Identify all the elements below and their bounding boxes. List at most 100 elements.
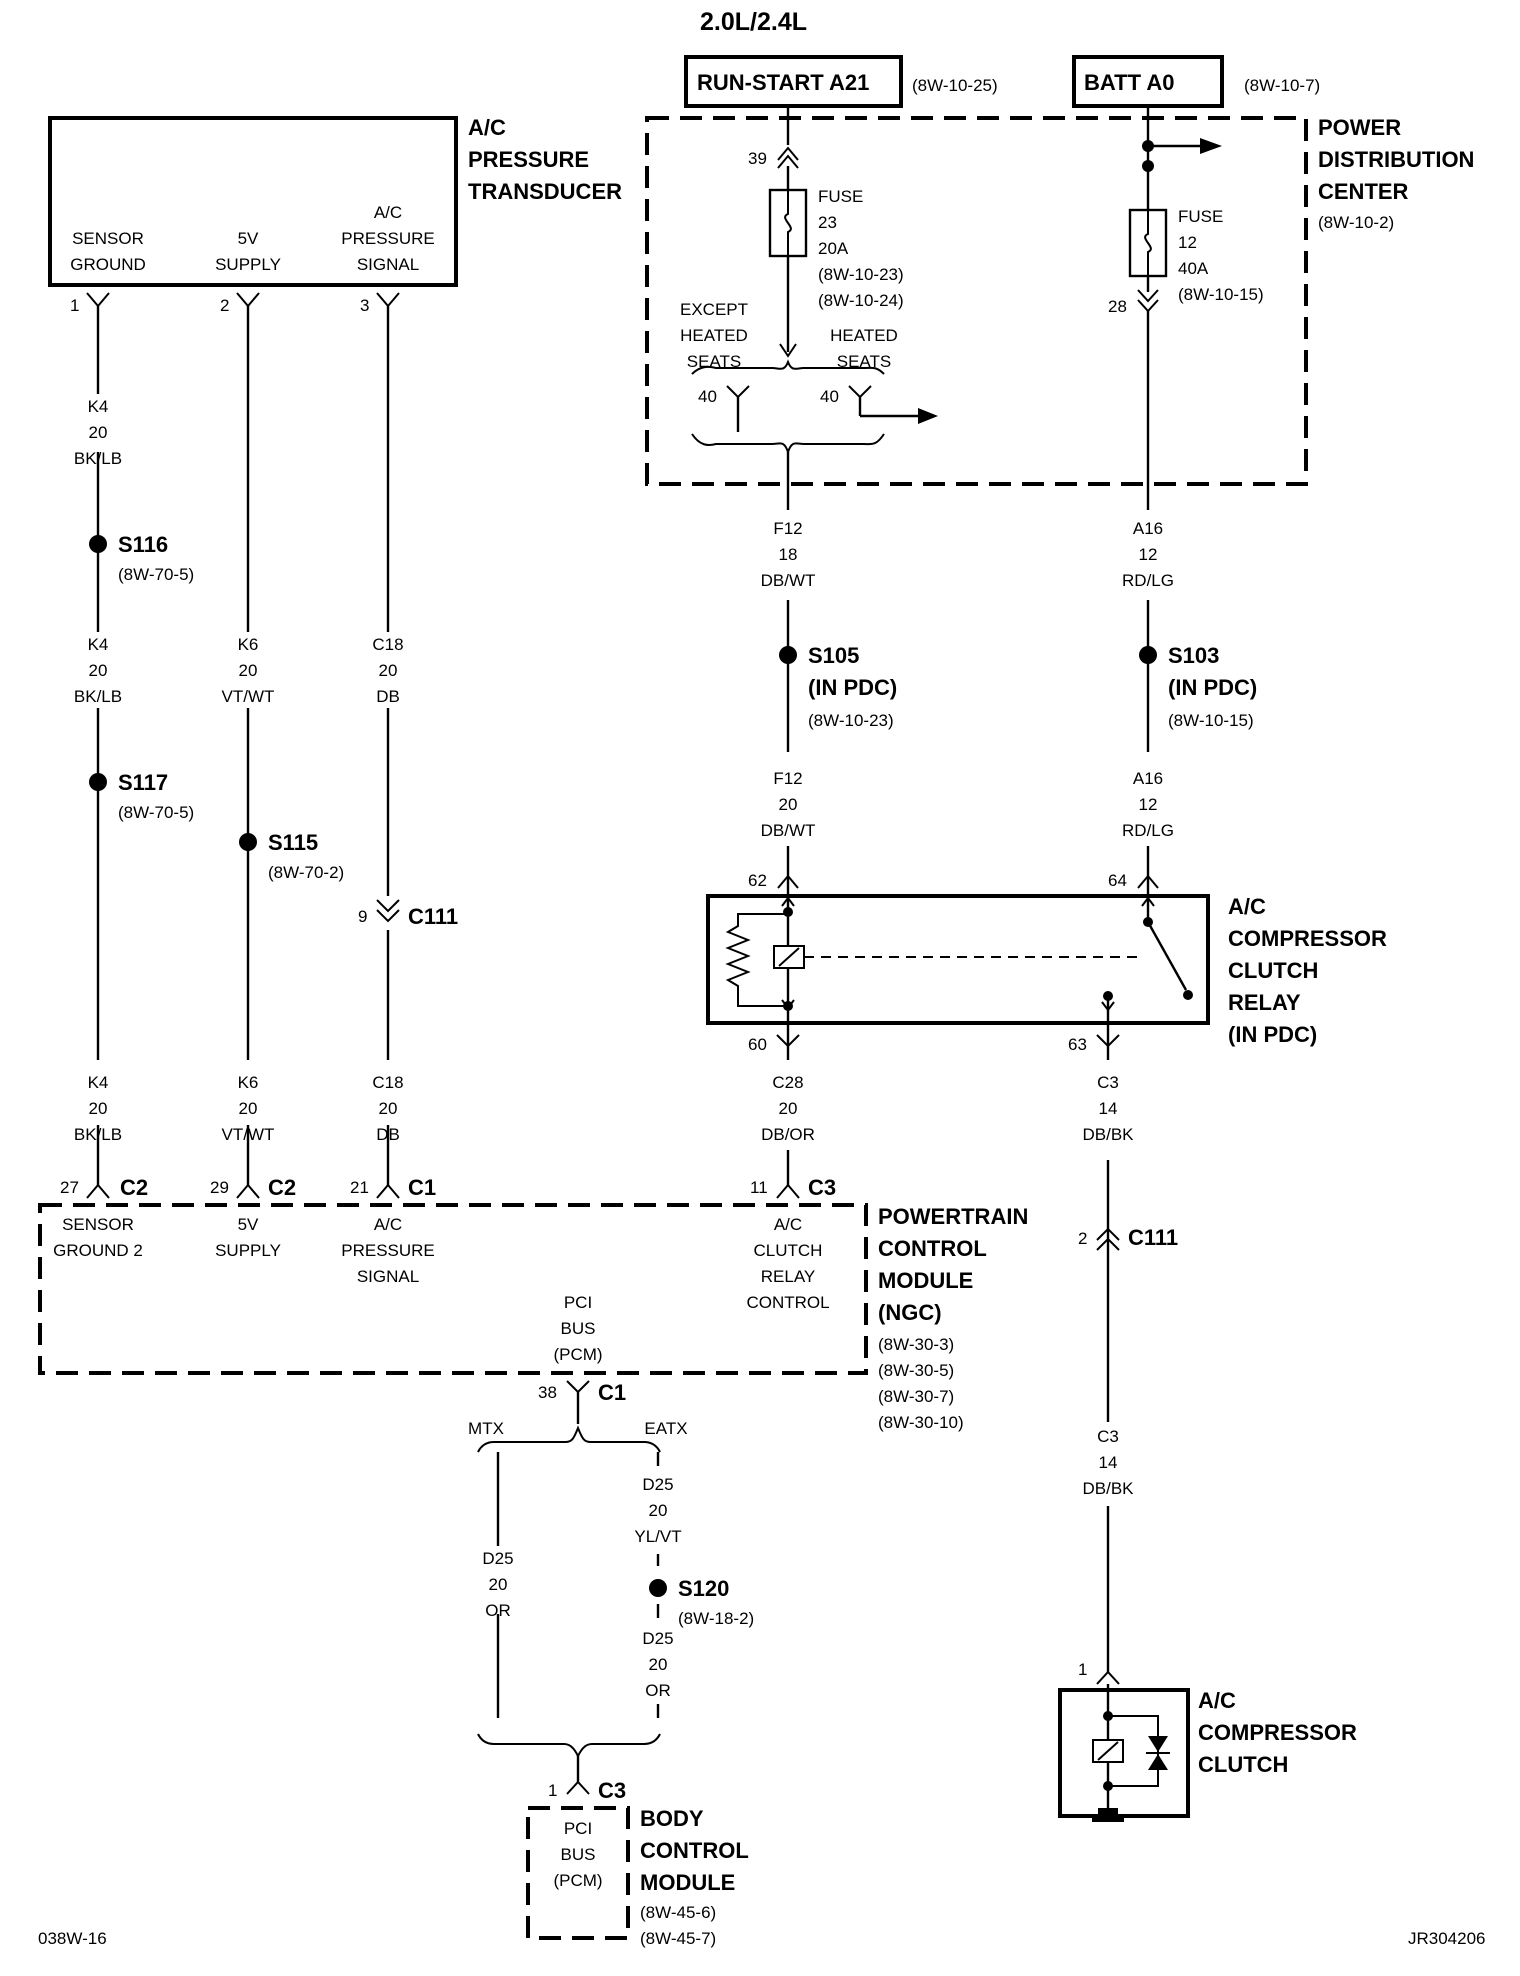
svg-text:1: 1 bbox=[548, 1781, 557, 1800]
svg-text:12: 12 bbox=[1139, 795, 1158, 814]
k4-wire-label-a: K4 20 BK/LB bbox=[74, 397, 122, 468]
splice-s120-dot bbox=[649, 1579, 667, 1597]
transducer-pin-labels: SENSOR GROUND 5V SUPPLY A/C PRESSURE SIG… bbox=[70, 203, 435, 274]
svg-text:27: 27 bbox=[60, 1178, 79, 1197]
svg-text:2: 2 bbox=[220, 296, 229, 315]
svg-text:MODULE: MODULE bbox=[878, 1268, 973, 1293]
svg-text:HEATED: HEATED bbox=[830, 326, 898, 345]
svg-text:A16: A16 bbox=[1133, 769, 1163, 788]
svg-text:C111: C111 bbox=[1128, 1225, 1178, 1250]
c18-wire-label-a: C18 20 DB bbox=[372, 635, 403, 706]
svg-text:2: 2 bbox=[1078, 1229, 1087, 1248]
svg-text:DB/OR: DB/OR bbox=[761, 1125, 815, 1144]
svg-text:C18: C18 bbox=[372, 1073, 403, 1092]
svg-text:C1: C1 bbox=[408, 1175, 436, 1200]
svg-text:CONTROL: CONTROL bbox=[640, 1838, 749, 1863]
svg-text:63: 63 bbox=[1068, 1035, 1087, 1054]
splice-s116-dot bbox=[89, 535, 107, 553]
clutch-internals bbox=[1092, 1684, 1170, 1822]
k4-wire-label-c: K4 20 BK/LB bbox=[74, 1073, 122, 1144]
svg-text:F12: F12 bbox=[773, 519, 802, 538]
svg-text:D25: D25 bbox=[642, 1475, 673, 1494]
svg-text:C3: C3 bbox=[598, 1778, 626, 1803]
pcm-pin-27: 27 C2 SENSOR GROUND 2 bbox=[53, 1175, 148, 1260]
svg-text:20: 20 bbox=[89, 423, 108, 442]
svg-text:C28: C28 bbox=[772, 1073, 803, 1092]
svg-text:TRANSDUCER: TRANSDUCER bbox=[468, 179, 622, 204]
svg-text:PCI: PCI bbox=[564, 1293, 592, 1312]
svg-text:C1: C1 bbox=[598, 1380, 626, 1405]
svg-text:3: 3 bbox=[360, 296, 369, 315]
relay-internals bbox=[725, 880, 1193, 1060]
svg-text:28: 28 bbox=[1108, 297, 1127, 316]
pcm-pci-bus: PCI BUS (PCM) 38 C1 MTX EATX bbox=[468, 1293, 688, 1453]
svg-text:K6: K6 bbox=[238, 1073, 259, 1092]
relay-title: A/C COMPRESSOR CLUTCH RELAY (IN PDC) bbox=[1228, 894, 1387, 1047]
svg-text:BUS: BUS bbox=[561, 1319, 596, 1338]
svg-text:39: 39 bbox=[748, 149, 767, 168]
bcm-box bbox=[526, 1806, 630, 1940]
svg-text:RD/LG: RD/LG bbox=[1122, 571, 1174, 590]
svg-text:(IN PDC): (IN PDC) bbox=[1228, 1022, 1317, 1047]
a16-wire-label-b: A16 12 RD/LG bbox=[1122, 769, 1174, 840]
svg-text:YL/VT: YL/VT bbox=[634, 1527, 681, 1546]
svg-text:BK/LB: BK/LB bbox=[74, 449, 122, 468]
svg-text:DB: DB bbox=[376, 687, 400, 706]
footer-right-code: JR304206 bbox=[1408, 1929, 1486, 1948]
svg-text:60: 60 bbox=[748, 1035, 767, 1054]
splice-s105-dot bbox=[779, 646, 797, 664]
svg-text:40A: 40A bbox=[1178, 259, 1209, 278]
svg-text:11: 11 bbox=[750, 1178, 768, 1197]
svg-text:20: 20 bbox=[779, 1099, 798, 1118]
svg-text:20: 20 bbox=[379, 661, 398, 680]
batt-label: BATT A0 bbox=[1084, 70, 1174, 95]
svg-text:40: 40 bbox=[820, 387, 839, 406]
splice-s103-sub: (IN PDC) bbox=[1168, 675, 1257, 700]
svg-text:SIGNAL: SIGNAL bbox=[357, 1267, 419, 1286]
f12-wire-label-b: F12 20 DB/WT bbox=[761, 769, 816, 840]
svg-text:POWER: POWER bbox=[1318, 115, 1401, 140]
d25-yl-label: D25 20 YL/VT bbox=[634, 1475, 681, 1546]
svg-text:CONTROL: CONTROL bbox=[878, 1236, 987, 1261]
svg-text:PRESSURE: PRESSURE bbox=[468, 147, 589, 172]
svg-text:C3: C3 bbox=[1097, 1427, 1119, 1446]
svg-text:HEATED: HEATED bbox=[680, 326, 748, 345]
svg-text:K4: K4 bbox=[88, 397, 109, 416]
fuse23-circuit: 39 FUSE 23 20A (8W-10-23) (8W-10-24) bbox=[748, 106, 904, 358]
pcm-pin-21: 21 C1 A/C PRESSURE SIGNAL bbox=[341, 1175, 436, 1286]
fuse12-circuit: 28 FUSE 12 40A (8W-10-15) bbox=[1108, 106, 1264, 510]
svg-text:EXCEPT: EXCEPT bbox=[680, 300, 748, 319]
svg-text:C2: C2 bbox=[268, 1175, 296, 1200]
svg-text:D25: D25 bbox=[642, 1629, 673, 1648]
svg-text:CLUTCH: CLUTCH bbox=[1198, 1752, 1288, 1777]
svg-text:POWERTRAIN: POWERTRAIN bbox=[878, 1204, 1028, 1229]
bcm-merge bbox=[477, 1733, 661, 1759]
svg-text:C18: C18 bbox=[372, 635, 403, 654]
run-start-box bbox=[684, 55, 903, 108]
svg-text:23: 23 bbox=[818, 213, 837, 232]
clutch-connector: 1 bbox=[1078, 1660, 1120, 1685]
svg-text:PRESSURE: PRESSURE bbox=[341, 1241, 435, 1260]
svg-text:20: 20 bbox=[89, 1099, 108, 1118]
svg-text:SEATS: SEATS bbox=[687, 352, 741, 371]
svg-text:(NGC): (NGC) bbox=[878, 1300, 942, 1325]
svg-text:5V: 5V bbox=[238, 229, 259, 248]
svg-text:OR: OR bbox=[645, 1681, 671, 1700]
svg-text:A/C: A/C bbox=[1198, 1688, 1236, 1713]
splice-s120-ref: (8W-18-2) bbox=[678, 1609, 754, 1628]
svg-text:COMPRESSOR: COMPRESSOR bbox=[1228, 926, 1387, 951]
transducer-pins: 1 2 3 bbox=[70, 292, 400, 315]
relay-box bbox=[706, 894, 1210, 1025]
engine-header: 2.0L/2.4L bbox=[700, 8, 807, 36]
svg-text:VT/WT: VT/WT bbox=[222, 1125, 275, 1144]
pcm-box bbox=[38, 1203, 868, 1375]
svg-text:(PCM): (PCM) bbox=[553, 1345, 602, 1364]
splice-s103-ref: (8W-10-15) bbox=[1168, 711, 1254, 730]
svg-text:64: 64 bbox=[1108, 871, 1127, 890]
splice-s116-label: S116 bbox=[118, 532, 168, 557]
k6-wire-label-a: K6 20 VT/WT bbox=[222, 635, 275, 706]
svg-text:DB/WT: DB/WT bbox=[761, 821, 816, 840]
svg-text:PRESSURE: PRESSURE bbox=[341, 229, 435, 248]
run-start-label: RUN-START A21 bbox=[697, 70, 869, 95]
